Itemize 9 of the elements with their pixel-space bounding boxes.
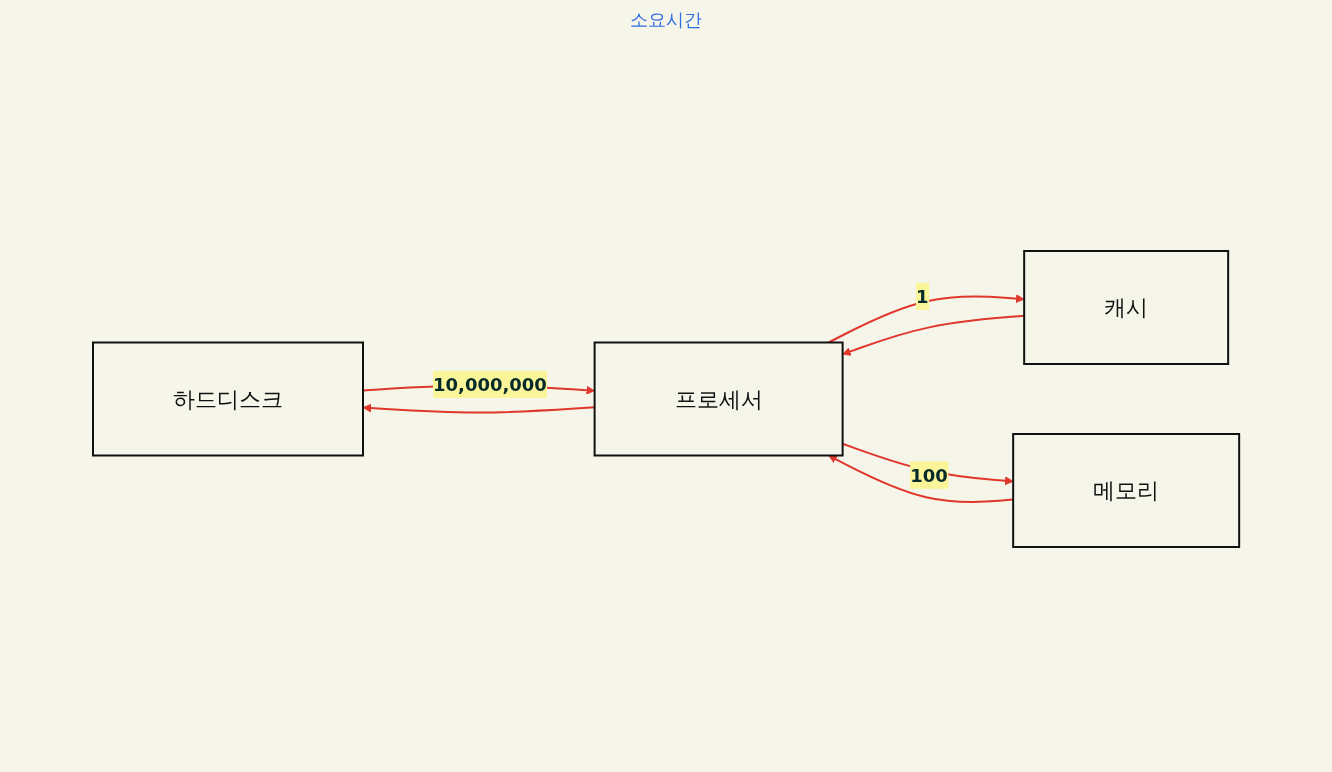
edge-label: 10,000,000 [432,374,547,395]
note-text: 소요시간 [630,9,702,30]
node-box: 메모리 [1012,433,1241,548]
arrow [827,294,1025,344]
edge-label: 1 [916,285,929,307]
node-box: 하드디스크 [91,341,364,457]
node-box: 캐시 [1023,250,1230,365]
edge-label: 100 [910,464,948,486]
node-box: 프로세서 [593,341,844,457]
